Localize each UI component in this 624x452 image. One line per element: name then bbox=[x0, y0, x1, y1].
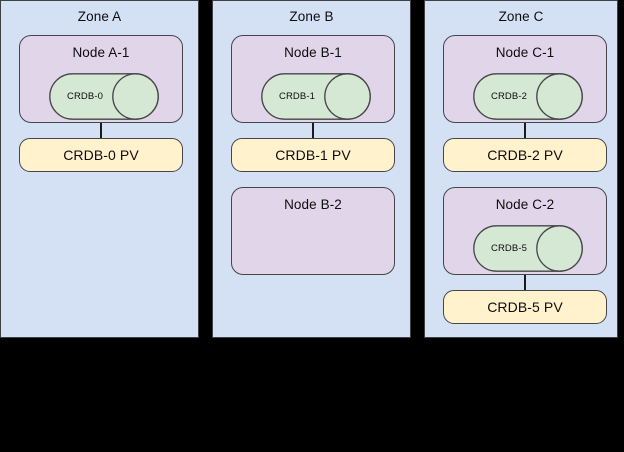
node-c-1-label: Node C-1 bbox=[495, 45, 555, 60]
connector-node-a-1-to-crdb-0-pv bbox=[100, 123, 102, 139]
node-b-1: Node B-1 CRDB-1 bbox=[231, 35, 395, 123]
pv-crdb-1-label: CRDB-1 PV bbox=[275, 147, 351, 163]
pv-crdb-5: CRDB-5 PV bbox=[443, 290, 607, 324]
zone-b-label: Zone B bbox=[289, 9, 334, 24]
pv-crdb-5-label: CRDB-5 PV bbox=[487, 299, 563, 315]
pod-crdb-1: CRDB-1 bbox=[261, 73, 371, 120]
pv-crdb-2: CRDB-2 PV bbox=[443, 138, 607, 172]
node-a-1: Node A-1 CRDB-0 bbox=[19, 35, 183, 123]
node-a-1-label: Node A-1 bbox=[72, 45, 130, 60]
pod-crdb-0: CRDB-0 bbox=[49, 73, 159, 120]
cylinder-shape bbox=[473, 73, 583, 120]
cylinder-shape bbox=[261, 73, 371, 120]
pv-crdb-0-label: CRDB-0 PV bbox=[63, 147, 139, 163]
cylinder-shape bbox=[473, 225, 583, 272]
connector-node-b-1-to-crdb-1-pv bbox=[312, 123, 314, 139]
zone-c: Zone C Node C-1 CRDB-2 CRDB-2 PV Node C-… bbox=[424, 0, 618, 338]
zone-b: Zone B Node B-1 CRDB-1 CRDB-1 PV Node B-… bbox=[212, 0, 411, 338]
pv-crdb-0: CRDB-0 PV bbox=[19, 138, 183, 172]
cylinder-shape bbox=[49, 73, 159, 120]
node-c-2: Node C-2 CRDB-5 bbox=[443, 187, 607, 275]
zone-c-label: Zone C bbox=[498, 9, 544, 24]
pv-crdb-2-label: CRDB-2 PV bbox=[487, 147, 563, 163]
node-c-2-label: Node C-2 bbox=[495, 197, 555, 212]
pv-crdb-1: CRDB-1 PV bbox=[231, 138, 395, 172]
node-b-1-label: Node B-1 bbox=[284, 45, 342, 60]
zone-a-label: Zone A bbox=[77, 9, 122, 24]
connector-node-c-2-to-crdb-5-pv bbox=[524, 275, 526, 291]
zone-a: Zone A Node A-1 CRDB-0 CRDB-0 PV bbox=[0, 0, 199, 338]
node-b-2-label: Node B-2 bbox=[284, 197, 342, 212]
pod-crdb-5: CRDB-5 bbox=[473, 225, 583, 272]
pod-crdb-2: CRDB-2 bbox=[473, 73, 583, 120]
node-c-1: Node C-1 CRDB-2 bbox=[443, 35, 607, 123]
connector-node-c-1-to-crdb-2-pv bbox=[524, 123, 526, 139]
node-b-2: Node B-2 bbox=[231, 187, 395, 275]
